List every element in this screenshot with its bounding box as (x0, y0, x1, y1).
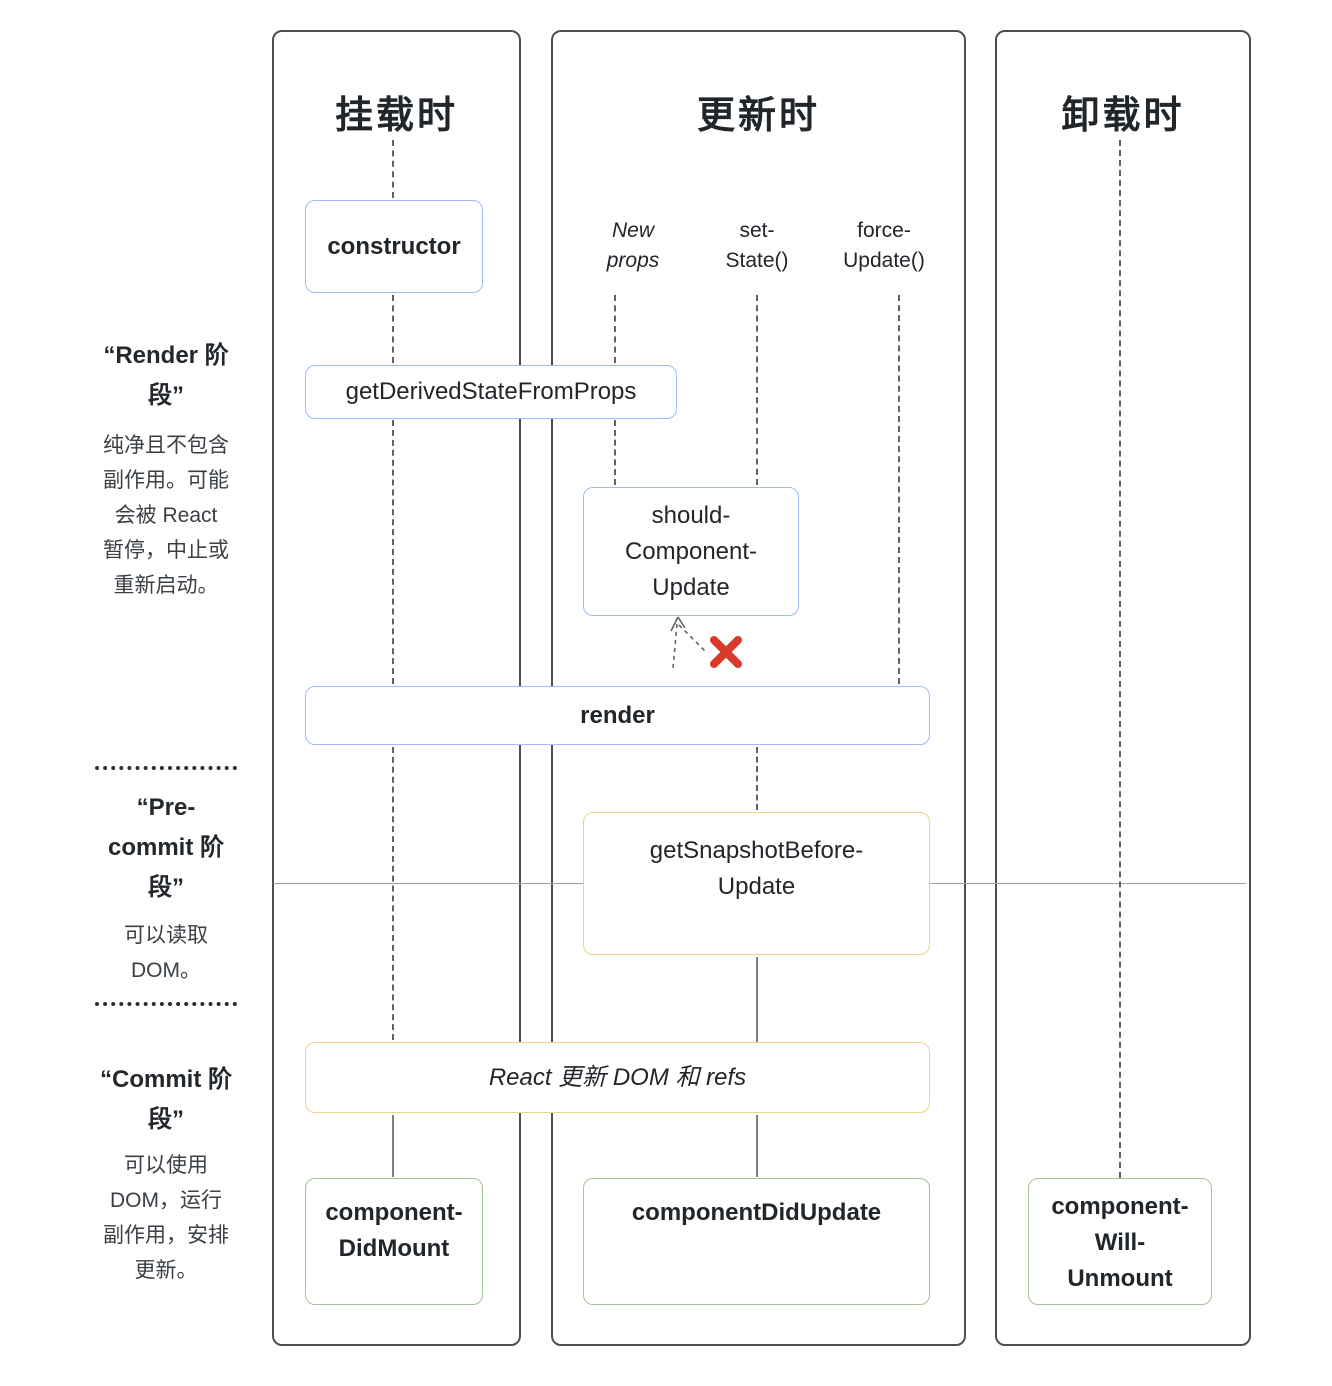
column-title-updating: 更新时 (696, 95, 820, 137)
phase-precommit-title: “Pre- commit 阶 段” (107, 794, 224, 901)
connector-mounting-commit (392, 1115, 394, 1177)
connector-snapshot-to-dom (756, 957, 758, 1042)
lifeline-mounting-1 (392, 140, 394, 198)
phase-commit-description: 可以使用 DOM，运行 副作用，安排 更新。 (103, 1154, 229, 1282)
phase-precommit-description: 可以读取 DOM。 (124, 924, 208, 982)
node-component-will-unmount[interactable]: component- Will- Unmount (1028, 1178, 1212, 1305)
node-get-snapshot-before-update[interactable]: getSnapshotBefore- Update (583, 812, 930, 955)
node-react-updates-dom: React 更新 DOM 和 refs (305, 1042, 930, 1113)
trigger-set-state: set- State() (725, 219, 789, 272)
skip-render-arrow (670, 616, 707, 669)
node-component-did-mount[interactable]: component- DidMount (305, 1178, 483, 1305)
lifeline-mounting-4 (392, 747, 394, 1040)
lifeline-setstate (756, 295, 758, 485)
column-unmounting: 卸载时 (995, 30, 1251, 1346)
lifeline-unmounting (1119, 140, 1121, 1178)
node-component-did-update[interactable]: componentDidUpdate (583, 1178, 930, 1305)
trigger-force-update: force- Update() (843, 219, 925, 272)
lifeline-mounting-3 (392, 420, 394, 684)
lifeline-render-to-snapshot (756, 747, 758, 810)
phase-render-description: 纯净且不包含 副作用。可能 会被 React 暂停，中止或 重新启动。 (103, 434, 229, 597)
skip-render-x-icon (710, 636, 742, 668)
node-constructor[interactable]: constructor (305, 200, 483, 293)
lifeline-newprops-2 (614, 420, 616, 485)
phase-render-title: “Render 阶 段” (103, 342, 229, 409)
phase-commit-title: “Commit 阶 段” (100, 1066, 232, 1133)
column-title-unmounting: 卸载时 (1061, 95, 1185, 137)
node-get-derived-state-from-props[interactable]: getDerivedStateFromProps (305, 365, 677, 419)
node-render[interactable]: render (305, 686, 930, 745)
lifeline-forceupdate (898, 295, 900, 684)
connector-dom-to-didupdate (756, 1115, 758, 1177)
column-title-mounting: 挂载时 (334, 95, 458, 137)
phase-separator-top (95, 766, 237, 770)
lifeline-mounting-2 (392, 295, 394, 363)
phase-separator-bottom (95, 1002, 237, 1006)
node-should-component-update[interactable]: should- Component- Update (583, 487, 799, 616)
lifeline-newprops-1 (614, 295, 616, 363)
trigger-new-props: New props (606, 219, 660, 272)
